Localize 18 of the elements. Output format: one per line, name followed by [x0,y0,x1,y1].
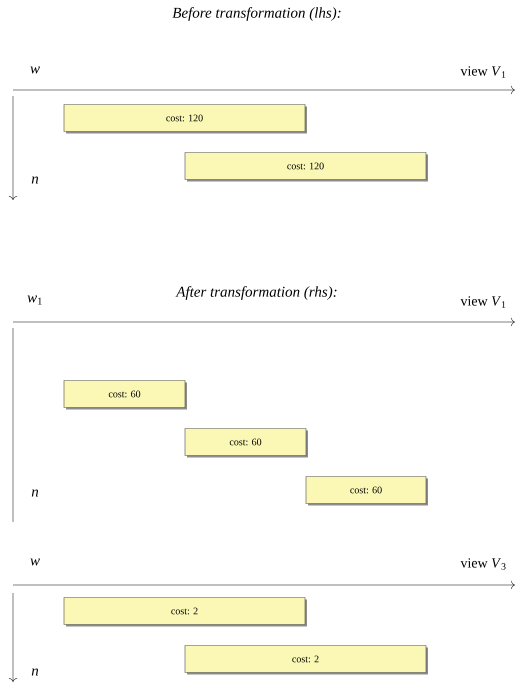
axis-label: w$_{1}$ [27,295,42,305]
cost-box: cost: 60 [184,428,308,458]
axis-label: n [32,668,38,676]
view-label: view V$_{1}$ [460,66,506,78]
cost-box: cost: 2 [184,645,428,674]
cost-box: cost: 2 [64,597,307,626]
view-label: view V$_{1}$ [460,296,506,308]
cost-box: cost: 120 [64,104,307,134]
section-heading: After transformation (rhs): [175,286,337,300]
axis-label: n [32,176,38,184]
cost-box: cost: 120 [184,152,428,182]
axis-label: n [32,489,38,497]
axis-label: w [30,66,40,74]
cost-box: cost: 60 [306,476,428,506]
view-label: view V$_{3}$ [460,558,506,570]
axis-label: w [30,558,40,566]
cost-box: cost: 60 [64,380,187,410]
section-heading: Before transformation (lhs): [172,7,341,21]
